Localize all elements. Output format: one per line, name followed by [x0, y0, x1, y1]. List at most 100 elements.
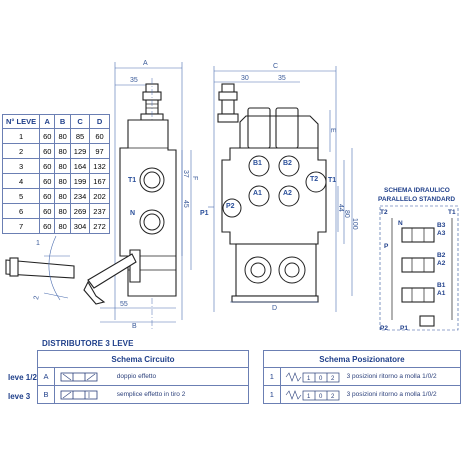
lever-table-cell: 5 — [1, 188, 41, 204]
schema-a3-label: A3 — [437, 230, 446, 237]
circuit-cell: semplice effetto in tiro 2 — [53, 385, 249, 404]
circuit-letter: B — [37, 385, 55, 404]
lever-table-cell: 237 — [89, 203, 110, 219]
lever-table-cell: 272 — [89, 218, 110, 234]
positioner-number: 1 — [262, 385, 281, 404]
spring-return-positioner-icon: 1 0 2 — [285, 371, 340, 382]
port-t2-label: T2 — [310, 176, 318, 183]
port-b1-label: B1 — [253, 160, 262, 167]
positioner-number: 1 — [262, 367, 281, 386]
double-acting-spool-icon — [60, 372, 98, 381]
circuit-positioner-table: Schema Circuito Schema Posizionatore A d… — [37, 350, 462, 404]
lever-table-cell: 60 — [89, 128, 110, 144]
lever-table-cell: 1 — [1, 128, 41, 144]
positioner-desc: 3 posizioni ritorno a molla 1/0/2 — [346, 391, 437, 399]
dim-b-label: B — [132, 323, 137, 330]
dim-c-label: C — [273, 63, 278, 70]
lever-table-cell: 199 — [69, 173, 91, 189]
circuit-row: A doppio effetto 1 1 0 2 3 posi — [37, 367, 462, 386]
positioner-cell: 1 0 2 3 posizioni ritorno a molla 1/0/2 — [279, 367, 462, 386]
lever-table-cell: 97 — [89, 143, 110, 159]
lever-table-cell: 164 — [69, 158, 91, 174]
front-view: C 30 35 B1 B2 A1 A2 T2 P2 T1 — [213, 63, 358, 312]
lever-table-cell: 80 — [54, 188, 71, 204]
positioner-desc: 3 posizioni ritorno a molla 1/0/2 — [346, 373, 437, 381]
pos-state-2: 2 — [331, 394, 335, 400]
lever-table-cell: 7 — [1, 218, 41, 234]
circuit-letter: A — [37, 367, 55, 386]
schema-p-label: P — [384, 243, 389, 250]
lever-table-cell: 80 — [54, 128, 71, 144]
dim-35-side-label: 35 — [278, 75, 286, 82]
dim-80-label: 80 — [343, 210, 350, 218]
dim-2-label: 2 — [33, 295, 41, 300]
lever-table-cell: 60 — [39, 158, 56, 174]
schema-a1-label: A1 — [437, 290, 446, 297]
schema-b2-label: B2 — [437, 252, 446, 259]
dim-30-label: 30 — [241, 75, 249, 82]
hydraulic-schema: SCHEMA IDRAULICO PARALLELO STANDARD T2 T… — [378, 187, 459, 332]
lever-table-cell: 234 — [69, 188, 91, 204]
port-p1-side-label: P1 — [200, 210, 209, 217]
dim-a-label: A — [143, 60, 148, 67]
lever-table-cell: 60 — [39, 188, 56, 204]
lever-table-cell: 60 — [39, 128, 56, 144]
circuit-header: Schema Circuito — [37, 350, 249, 368]
schema-b1-label: B1 — [437, 282, 446, 289]
dim-45-label: 45 — [182, 200, 189, 208]
dim-35-top-label: 35 — [130, 77, 138, 84]
lever-table-header: N° LEVE — [1, 114, 41, 129]
side-view: A 35 T1 N 37 45 F P1 — [5, 60, 214, 330]
circuit-desc: semplice effetto in tiro 2 — [116, 391, 186, 399]
lever-table-cell: 85 — [69, 128, 91, 144]
lever-table-header: B — [54, 114, 71, 129]
spring-return-positioner-icon: 1 0 2 — [285, 389, 340, 400]
dim-55-label: 55 — [120, 301, 128, 308]
schema-t1-label: T1 — [448, 209, 456, 216]
schema-t2-label: T2 — [380, 209, 388, 216]
lever-table-cell: 132 — [89, 158, 110, 174]
port-b2-label: B2 — [283, 160, 292, 167]
pos-state-0: 0 — [319, 376, 323, 382]
lever-table-cell: 60 — [39, 143, 56, 159]
lever-table-header: D — [89, 114, 110, 129]
pos-state-1: 1 — [307, 376, 311, 382]
lever-table-cell: 80 — [54, 203, 71, 219]
pos-state-0: 0 — [319, 394, 323, 400]
lever-table-cell: 60 — [39, 173, 56, 189]
dim-37-label: 37 — [182, 170, 189, 178]
port-t1-side-label: T1 — [128, 177, 136, 184]
lever-table-cell: 60 — [39, 203, 56, 219]
circuit-row: B semplice effetto in tiro 2 1 1 0 2 — [37, 385, 462, 404]
port-a2-label: A2 — [283, 190, 292, 197]
dim-1-label: 1 — [36, 240, 40, 247]
lever-table-cell: 202 — [89, 188, 110, 204]
circuit-table-header-row: Schema Circuito Schema Posizionatore — [37, 350, 462, 368]
port-p2-label: P2 — [226, 203, 235, 210]
single-acting-spool-icon — [60, 390, 98, 399]
lever-table-cell: 3 — [1, 158, 41, 174]
schema-title-line1: SCHEMA IDRAULICO — [384, 187, 450, 194]
circuit-desc: doppio effetto — [116, 373, 157, 381]
lever-table-cell: 80 — [54, 143, 71, 159]
schema-title-line2: PARALLELO STANDARD — [378, 196, 455, 203]
lever-table-header: A — [39, 114, 56, 129]
schema-p2-label: P2 — [380, 325, 388, 332]
port-t1-front-label: T1 — [328, 177, 336, 184]
lever-table-cell: 80 — [54, 218, 71, 234]
schema-a2-label: A2 — [437, 260, 446, 267]
lever-table-header-row: N° LEVE A B C D — [1, 114, 110, 129]
port-n-side-label: N — [130, 210, 135, 217]
dim-e-label: E — [329, 128, 336, 133]
lever-table-cell: 129 — [69, 143, 91, 159]
lever-table-cell: 4 — [1, 173, 41, 189]
